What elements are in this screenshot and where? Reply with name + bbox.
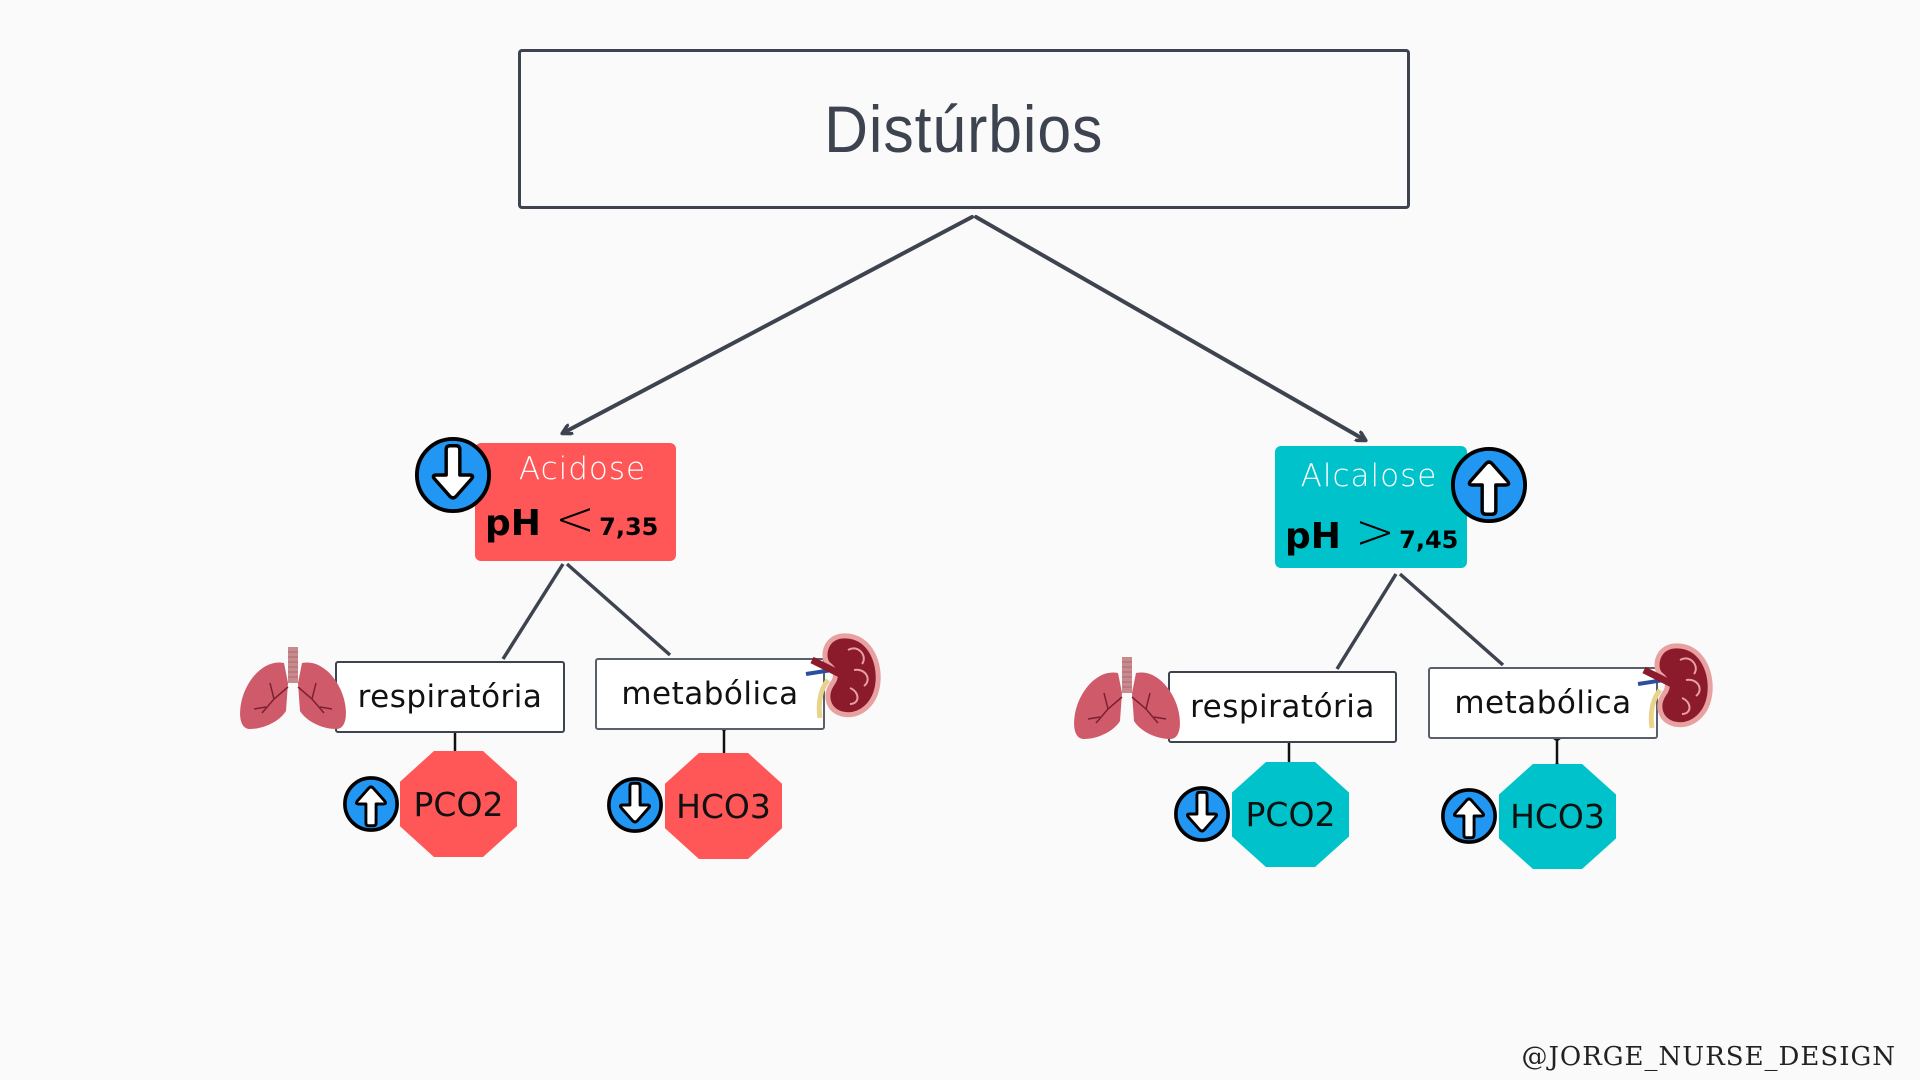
marker-label: HCO3: [676, 786, 771, 826]
lungs-icon: [240, 647, 346, 729]
alcalose-hco3-marker: HCO3: [1499, 764, 1616, 869]
arrow-to-alcalose: [974, 215, 1365, 440]
acidose-ph: pH < 7,35: [485, 495, 670, 544]
link-acidose-respiratoria: [501, 563, 565, 660]
author-credit: @JORGE_NURSE_DESIGN: [1521, 1042, 1896, 1072]
arrow-up-icon: [343, 776, 399, 832]
acidose-pco2-marker: PCO2: [400, 751, 517, 857]
arrow-to-acidose: [563, 215, 974, 433]
alcalose-respiratoria-box: respiratória: [1168, 671, 1397, 743]
kidney-icon: [1637, 643, 1713, 729]
title-box: Distúrbios: [518, 49, 1410, 209]
ph-operator: <: [554, 491, 596, 547]
marker-label: HCO3: [1510, 797, 1605, 836]
arrow-down-icon: [607, 777, 663, 833]
acidose-label: Acidose: [518, 451, 647, 487]
subtype-label: metabólica: [1454, 685, 1632, 721]
arrow-down-icon: [414, 436, 492, 514]
lungs-icon: [1074, 657, 1180, 739]
alcalose-label: Alcalose: [1300, 458, 1438, 494]
alcalose-pco2-marker: PCO2: [1232, 762, 1349, 867]
acidose-respiratoria-box: respiratória: [335, 661, 565, 733]
arrow-down-icon: [1174, 786, 1230, 842]
ph-value: 7,35: [599, 513, 659, 541]
link-alcalose-metabolica: [1398, 572, 1505, 667]
kidney-icon: [805, 633, 881, 719]
ph-label: pH: [1285, 516, 1341, 557]
marker-label: PCO2: [413, 784, 504, 824]
acidose-metabolica-box: metabólica: [595, 658, 825, 730]
arrow-up-icon: [1450, 446, 1528, 524]
acidose-box: Acidose pH < 7,35: [475, 443, 676, 561]
diagram-title: Distúrbios: [824, 92, 1104, 166]
link-alcalose-respiratoria: [1335, 573, 1398, 670]
marker-label: PCO2: [1245, 795, 1336, 834]
subtype-label: respiratória: [1190, 689, 1375, 725]
alcalose-ph: pH > 7,45: [1285, 508, 1461, 557]
alcalose-box: Alcalose pH > 7,45: [1275, 446, 1467, 568]
link-acidose-metabolica: [565, 562, 672, 657]
subtype-label: respiratória: [357, 679, 543, 715]
alcalose-metabolica-box: metabólica: [1428, 667, 1658, 739]
ph-value: 7,45: [1399, 526, 1459, 554]
ph-label: pH: [485, 503, 541, 544]
ph-operator: >: [1354, 504, 1396, 560]
arrow-up-icon: [1441, 788, 1497, 844]
acidose-hco3-marker: HCO3: [665, 753, 782, 859]
subtype-label: metabólica: [621, 676, 799, 712]
